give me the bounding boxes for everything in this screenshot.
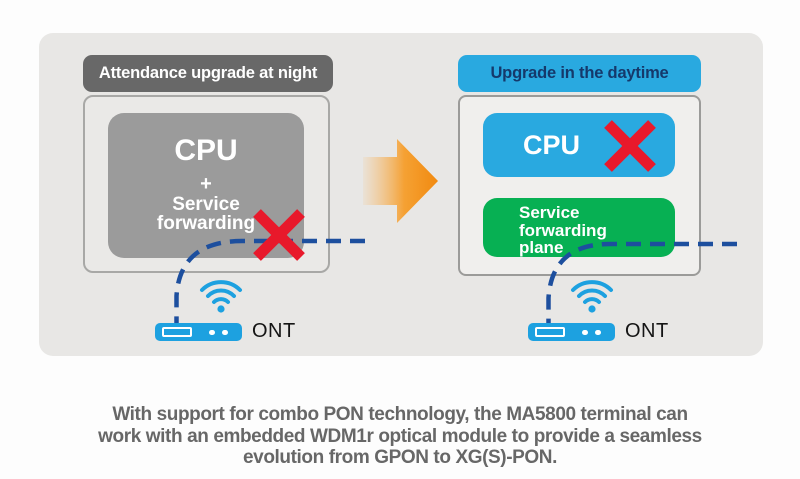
day-service-forwarding-plane-box: Service forwarding plane [483, 198, 675, 257]
router-port [535, 327, 565, 337]
night-scenario-title: Attendance upgrade at night [83, 55, 333, 92]
day-cpu-label: CPU [523, 129, 581, 160]
day-cpu-box: CPU [483, 113, 675, 177]
day-scenario-title-label: Upgrade in the daytime [490, 64, 669, 82]
router-led [582, 329, 588, 335]
day-service-line-2: forwarding [519, 220, 607, 240]
caption-text: With support for combo PON technology, t… [0, 404, 800, 469]
router-led [595, 329, 601, 335]
day-ont-router-icon [528, 323, 615, 341]
day-service-line-1: Service [519, 203, 580, 222]
plus-sign: + [200, 173, 212, 195]
night-ont-router-icon [155, 323, 242, 341]
day-scenario-title: Upgrade in the daytime [458, 55, 701, 92]
day-ont-label: ONT [625, 320, 669, 342]
caption-line-1: With support for combo PON technology, t… [112, 404, 688, 425]
night-cpu-label: CPU [174, 134, 238, 167]
night-ont-label: ONT [252, 320, 296, 342]
caption-line-3: evolution from GPON to XG(S)-PON. [242, 447, 558, 468]
router-port [162, 327, 192, 337]
night-service-line-1: Service [172, 194, 240, 215]
night-scenario-title-label: Attendance upgrade at night [98, 64, 318, 82]
night-service-line-2: forwarding [156, 213, 256, 234]
night-cpu-service-box: CPU + Service forwarding [108, 113, 304, 258]
day-service-line-3: plane [519, 238, 564, 257]
caption-line-2: work with an embedded WDM1r optical modu… [98, 425, 702, 447]
router-led [222, 329, 228, 335]
router-led [209, 329, 215, 335]
